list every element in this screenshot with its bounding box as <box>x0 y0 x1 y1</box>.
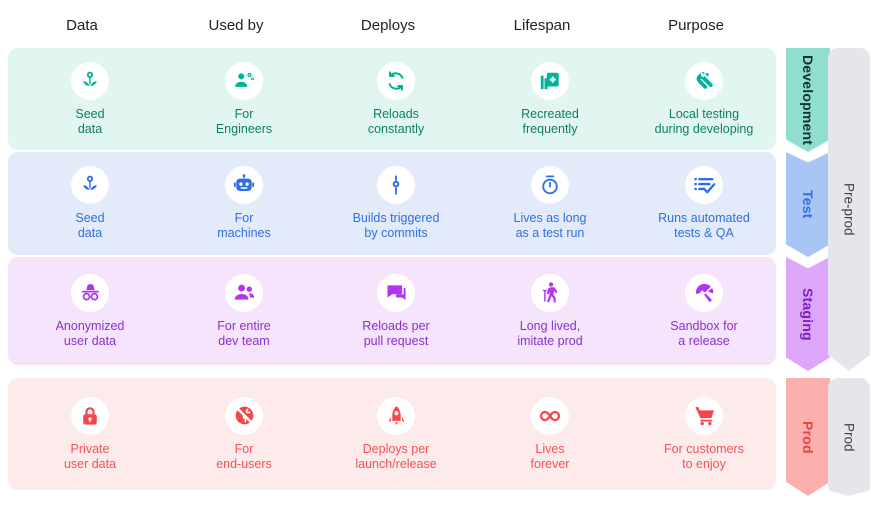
cell-stag-data: Anonymized user data <box>8 257 172 365</box>
row-development: Seed data For Engineers Reloads consta <box>8 48 776 150</box>
env-tab-label: Development <box>800 54 816 146</box>
cell-caption: For end-users <box>216 441 272 471</box>
rocket-icon <box>377 396 415 435</box>
cell-stag-used-by: For entire dev team <box>162 257 326 365</box>
env-tab-test[interactable]: Test <box>786 152 830 257</box>
column-header-data: Data <box>66 17 98 34</box>
seedling-icon <box>71 61 109 100</box>
commit-icon <box>377 166 415 204</box>
env-tab-prod[interactable]: Prod <box>786 378 830 496</box>
engineer-icon <box>225 61 263 100</box>
env-tab-label: Test <box>800 190 816 219</box>
column-header-purpose: Purpose <box>668 17 724 34</box>
cell-caption: Reloads per pull request <box>362 318 430 348</box>
cell-caption: For Engineers <box>215 106 273 136</box>
wrench-icon <box>685 61 723 100</box>
cell-caption: Recreated frequently <box>521 106 579 136</box>
cell-dev-data: Seed data <box>8 48 172 150</box>
refresh-icon <box>377 61 415 100</box>
cell-test-deploys: Builds triggered by commits <box>314 152 478 255</box>
cell-test-purpose: Runs automated tests & QA <box>622 152 786 255</box>
cart-icon <box>685 396 723 435</box>
env-tab-label: Staging <box>800 287 816 341</box>
group-bar-label: Pre-prod <box>841 183 857 236</box>
stopwatch-icon <box>531 166 569 204</box>
cell-caption: Seed data <box>75 106 105 136</box>
robot-icon <box>225 166 263 204</box>
cell-caption: Long lived, imitate prod <box>517 318 583 348</box>
cell-prod-lifespan: Lives forever <box>468 378 632 490</box>
cell-caption: Lives forever <box>530 441 570 471</box>
env-tab-staging[interactable]: Staging <box>786 257 830 371</box>
cell-stag-lifespan: Long lived, imitate prod <box>468 257 632 365</box>
cell-dev-deploys: Reloads constantly <box>314 48 478 150</box>
cell-test-lifespan: Lives as long as a test run <box>468 152 632 255</box>
column-header-row: Data Used by Deploys Lifespan Purpose <box>0 0 776 48</box>
cell-caption: Anonymized user data <box>55 318 125 348</box>
cell-caption: For machines <box>217 211 271 240</box>
cell-prod-deploys: Deploys per launch/release <box>314 378 478 490</box>
column-header-lifespan: Lifespan <box>513 17 571 34</box>
elderly-walk-icon <box>531 273 569 312</box>
cell-prod-used-by: For end-users <box>162 378 326 490</box>
cell-caption: Deploys per launch/release <box>355 441 437 471</box>
incognito-icon <box>71 273 109 312</box>
cell-stag-deploys: Reloads per pull request <box>314 257 478 365</box>
cell-dev-used-by: For Engineers <box>162 48 326 150</box>
row-test: Seed data For machines <box>8 152 776 255</box>
column-header-used-by: Used by <box>208 17 264 34</box>
add-copy-icon <box>531 61 569 100</box>
cell-caption: Builds triggered by commits <box>352 211 440 240</box>
group-bar-label: Prod <box>841 422 857 452</box>
group-bar-prod: Prod <box>828 378 870 496</box>
cell-caption: Runs automated tests & QA <box>658 211 750 240</box>
cell-prod-purpose: For customers to enjoy <box>622 378 786 490</box>
cell-caption: Local testing during developing <box>654 106 754 136</box>
cell-caption: Seed data <box>75 211 105 240</box>
env-tab-label: Prod <box>800 420 816 454</box>
cell-caption: Lives as long as a test run <box>513 211 587 240</box>
infinity-icon <box>531 396 569 435</box>
column-header-deploys: Deploys <box>360 17 416 34</box>
lock-icon <box>71 396 109 435</box>
chat-icon <box>377 273 415 312</box>
cell-stag-purpose: Sandbox for a release <box>622 257 786 365</box>
checklist-icon <box>685 166 723 204</box>
cell-dev-lifespan: Recreated frequently <box>468 48 632 150</box>
cell-test-used-by: For machines <box>162 152 326 255</box>
cell-prod-data: Private user data <box>8 378 172 490</box>
row-staging: Anonymized user data For entire dev team <box>8 257 776 365</box>
cell-dev-purpose: Local testing during developing <box>622 48 786 150</box>
umbrella-icon <box>685 273 723 312</box>
cell-caption: Reloads constantly <box>367 106 425 136</box>
people-icon <box>225 273 263 312</box>
seedling-icon <box>71 166 109 204</box>
cell-caption: Private user data <box>63 441 117 471</box>
globe-block-icon <box>225 396 263 435</box>
env-tab-development[interactable]: Development <box>786 48 830 152</box>
cell-caption: For customers to enjoy <box>664 441 744 471</box>
group-bar-pre-prod: Pre-prod <box>828 48 870 371</box>
row-prod: Private user data For end-users <box>8 378 776 490</box>
cell-test-data: Seed data <box>8 152 172 255</box>
cell-caption: Sandbox for a release <box>670 318 738 348</box>
cell-caption: For entire dev team <box>217 318 271 348</box>
